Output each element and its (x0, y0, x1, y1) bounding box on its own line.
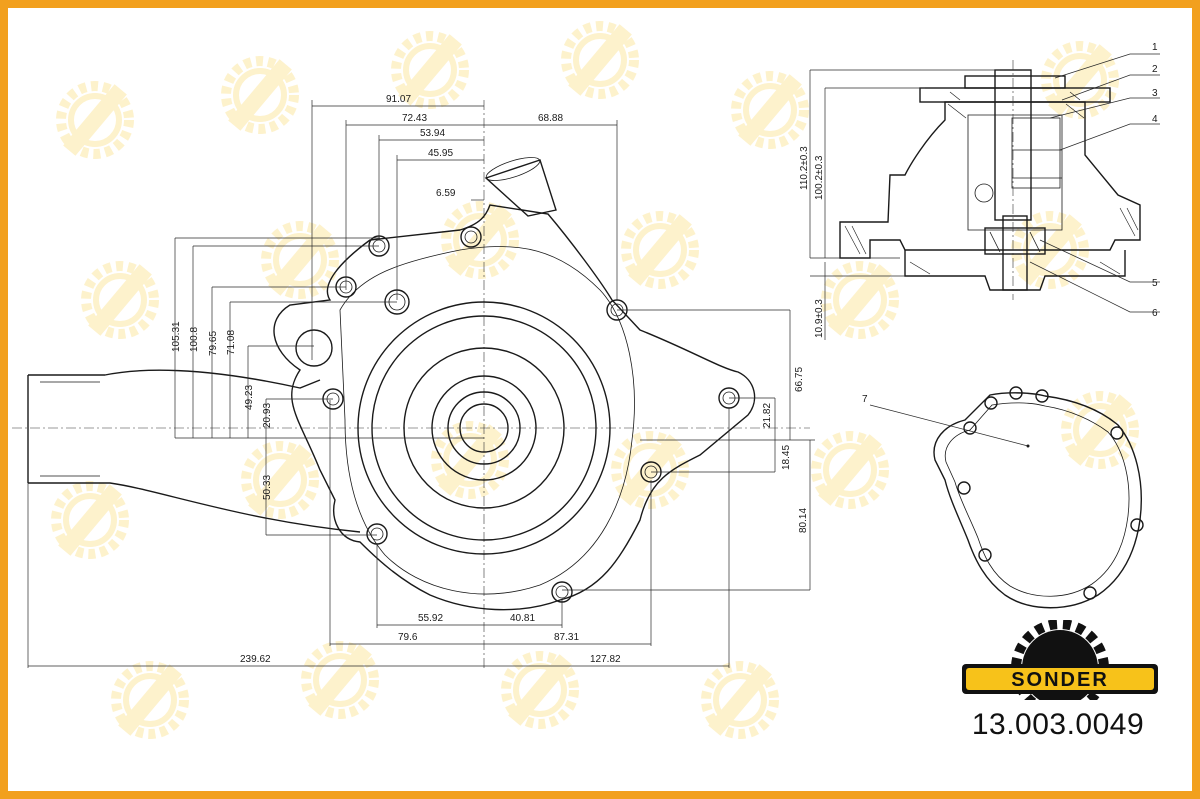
dim-66-75: 66.75 (794, 367, 805, 392)
dim-53-94: 53.94 (420, 128, 445, 139)
dim-6-59: 6.59 (436, 188, 456, 199)
logo-text: SONDER (1011, 669, 1109, 691)
dim-68-88: 68.88 (538, 113, 563, 124)
callout-6: 6 (1152, 308, 1158, 319)
right-dimensions (562, 309, 815, 591)
dim-127-82: 127.82 (590, 654, 621, 665)
callout-4: 4 (1152, 114, 1158, 125)
dim-105-31: 105.31 (171, 321, 182, 352)
dim-18-45: 18.45 (781, 445, 792, 470)
callout-2: 2 (1152, 64, 1158, 75)
section-view: 110.2±0.3 100.2±0.3 10.9±0.3 1 2 3 4 5 6 (799, 42, 1160, 340)
dim-45-95: 45.95 (428, 148, 453, 159)
dim-55-92: 55.92 (418, 613, 443, 624)
bottom-dimensions (27, 400, 730, 668)
dim-80-14: 80.14 (798, 508, 809, 533)
dim-87-31: 87.31 (554, 632, 579, 643)
dim-10-9: 10.9±0.3 (814, 299, 825, 338)
callout-3: 3 (1152, 88, 1158, 99)
dim-40-81: 40.81 (510, 613, 535, 624)
dim-91-07: 91.07 (386, 94, 411, 105)
dim-79-65: 79.65 (208, 331, 219, 356)
dimension-labels: 91.07 72.43 53.94 45.95 68.88 6.59 105.3… (171, 94, 809, 665)
front-view (12, 100, 810, 670)
sonder-logo: SONDER (962, 620, 1158, 700)
dim-72-43: 72.43 (402, 113, 427, 124)
dim-49-23: 49.23 (244, 385, 255, 410)
dim-50-33: 50.33 (262, 475, 273, 500)
dim-100-8: 100.8 (189, 327, 200, 352)
gasket-view: 7 (862, 386, 1144, 609)
left-dimensions (174, 237, 484, 536)
dim-239-62: 239.62 (240, 654, 271, 665)
dim-110-2: 110.2±0.3 (799, 146, 810, 190)
dim-79-6: 79.6 (398, 632, 418, 643)
dim-20-93: 20.93 (262, 403, 273, 428)
part-number: 13.003.0049 (971, 708, 1145, 741)
callout-5: 5 (1152, 278, 1158, 289)
callout-7: 7 (862, 394, 868, 405)
callout-1: 1 (1152, 42, 1158, 53)
dim-71-08: 71.08 (226, 330, 237, 355)
dim-21-82: 21.82 (762, 403, 773, 428)
dim-100-2: 100.2±0.3 (814, 155, 825, 200)
